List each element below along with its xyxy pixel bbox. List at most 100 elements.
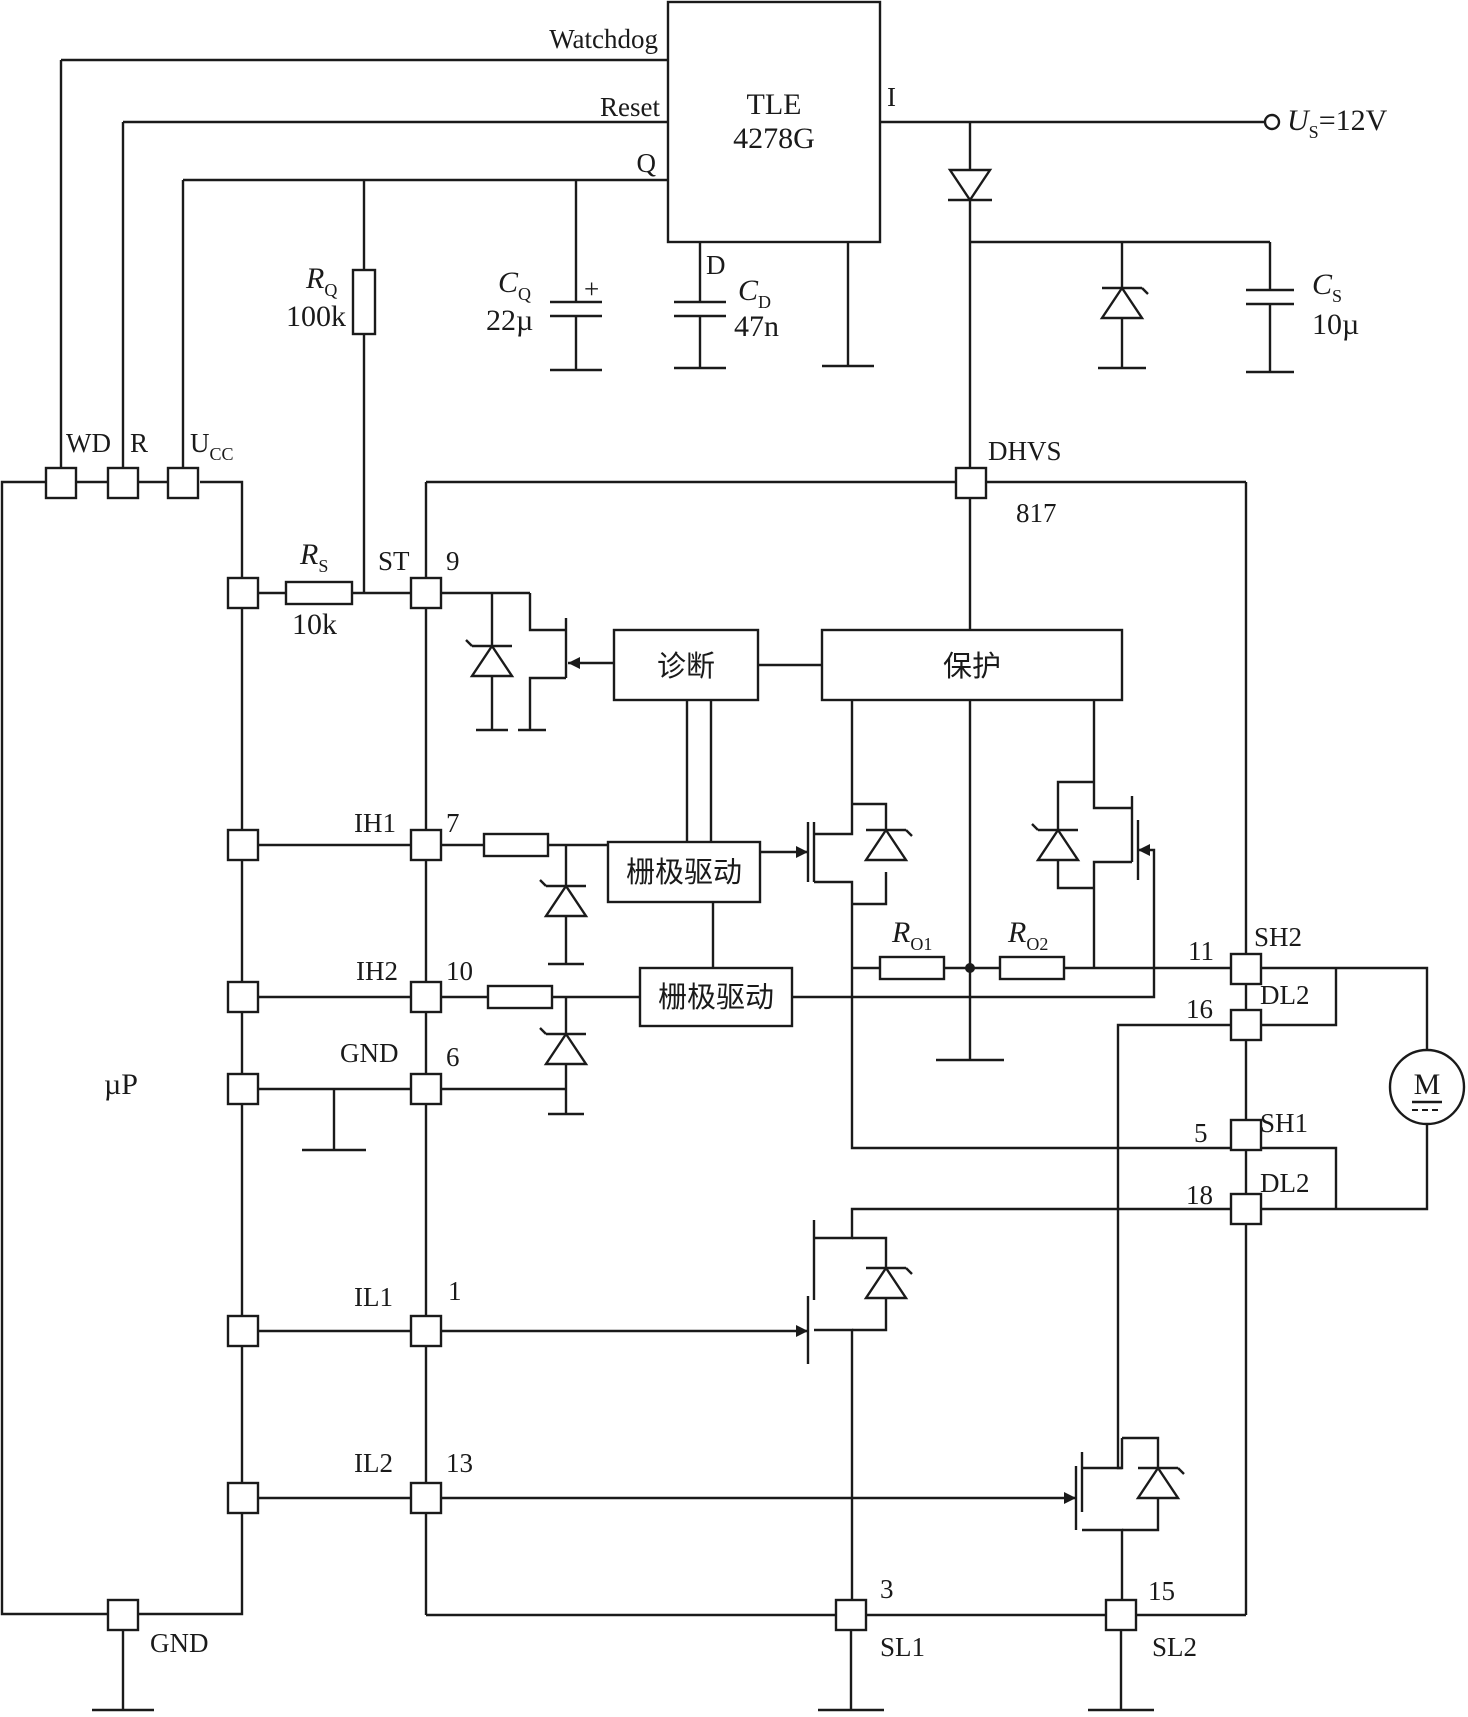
arrow-icon <box>1064 1492 1076 1504</box>
pin1-label: 1 <box>448 1276 462 1306</box>
protection-label: 保护 <box>943 649 1001 683</box>
microcontroller: WD R UCC µP GND <box>0 428 260 1712</box>
cq-sub: Q <box>518 284 531 304</box>
pin13-label: 13 <box>446 1448 473 1478</box>
rs-sub: S <box>318 556 328 576</box>
pin16-label: 16 <box>1186 994 1213 1024</box>
pin-gnd <box>409 1072 443 1106</box>
pin3-label: 3 <box>880 1574 894 1604</box>
protection-block: 保护 <box>820 628 1124 702</box>
il1-label: IL1 <box>354 1282 393 1312</box>
mcu-gnd-label: GND <box>150 1628 209 1658</box>
rs-value: 10k <box>292 608 337 641</box>
arrow-icon <box>1138 844 1150 856</box>
svg-text:US=12V: US=12V <box>1287 104 1388 142</box>
pin10-label: 10 <box>446 956 473 986</box>
arrow-icon <box>796 1325 808 1337</box>
body-diode-icon <box>863 827 909 862</box>
mcu-label: µP <box>104 1068 138 1101</box>
resistor-ro1 <box>878 955 946 981</box>
capacitor-cs: CS 10µ <box>1246 242 1359 374</box>
mcu-pin-ucc <box>166 466 200 500</box>
mcu-pin-gnd <box>106 1598 140 1632</box>
mcu-pin-ih2 <box>226 980 260 1014</box>
arrow-icon <box>796 846 808 858</box>
diode-icon <box>947 168 993 203</box>
resistor-ih1 <box>482 832 550 858</box>
cs-value: 10µ <box>1312 308 1359 341</box>
pin-dl2-bottom <box>1229 1192 1263 1226</box>
status-output-stage <box>441 591 614 732</box>
supply-input: US=12V <box>880 104 1388 142</box>
rq-value: 100k <box>286 300 346 333</box>
svg-text:CD: CD <box>738 274 771 312</box>
diagnosis-block: 诊断 <box>612 628 760 702</box>
mcu-ucc-label: U <box>190 428 210 458</box>
pin-dl2-top <box>1229 1008 1263 1042</box>
rq-sub: Q <box>324 280 337 300</box>
supply-zener <box>1098 242 1149 370</box>
svg-text:RQ: RQ <box>305 262 337 300</box>
gate-driver-low: 栅极驱动 <box>638 966 794 1028</box>
gnd-label: GND <box>340 1038 399 1068</box>
gate-driver-high-label: 栅极驱动 <box>626 855 742 889</box>
high-side-mosfet-1 <box>760 700 1231 1150</box>
body-diode-icon <box>863 1265 909 1300</box>
output-sense-resistors: RO1 RO2 <box>852 700 1231 1062</box>
regulator-tle4278g: TLE 4278G Watchdog Reset Q I D <box>549 0 896 280</box>
pin18-label: 18 <box>1186 1180 1213 1210</box>
pin-sl2 <box>1104 1598 1138 1632</box>
rq-symbol: R <box>305 262 324 295</box>
pin-ih1 <box>409 828 443 862</box>
arrow-icon <box>568 657 580 669</box>
ro1-sub: O1 <box>910 934 932 954</box>
pin-dhvs <box>954 466 988 500</box>
capacitor-cd: CD 47n <box>674 242 779 370</box>
sl1-label: SL1 <box>880 1632 925 1662</box>
zener-diode-icon <box>543 1031 589 1066</box>
svg-text:RS: RS <box>299 538 328 576</box>
motor-icon <box>1388 1048 1466 1126</box>
q-rail: + CQ 22µ RQ 100k <box>181 178 668 594</box>
zener-diode-icon <box>469 643 515 678</box>
regulator-ground <box>822 242 874 368</box>
mcu-pin-wd <box>44 466 78 500</box>
mcu-pin-gnd2 <box>226 1072 260 1106</box>
cd-value: 47n <box>734 310 779 343</box>
pin5-label: 5 <box>1194 1118 1208 1148</box>
sh1-label: SH1 <box>1260 1108 1308 1138</box>
st-label: ST <box>378 546 410 576</box>
pin-sl1 <box>834 1598 868 1632</box>
part-label: 817 <box>1016 498 1057 528</box>
svg-text:CS: CS <box>1312 268 1342 306</box>
pin-st <box>409 576 443 610</box>
body-diode-icon <box>1135 1465 1181 1500</box>
sh2-label: SH2 <box>1254 922 1302 952</box>
pin11-label: 11 <box>1188 936 1214 966</box>
mcu-driver-wiring: RS 10k <box>258 538 566 1500</box>
mcu-pin-il2 <box>226 1481 260 1515</box>
pin-ih2 <box>409 980 443 1014</box>
cd-symbol: C <box>738 274 759 307</box>
sense-ground <box>818 1630 1154 1712</box>
svg-text:RO2: RO2 <box>1007 916 1048 954</box>
il2-label: IL2 <box>354 1448 393 1478</box>
supply-value: =12V <box>1319 104 1388 137</box>
pin-il1 <box>409 1314 443 1348</box>
mcu-pin-st <box>226 576 260 610</box>
pin-reset-label: Reset <box>600 92 660 122</box>
mcu-pin-ih1 <box>226 828 260 862</box>
svg-text:RO1: RO1 <box>891 916 932 954</box>
cd-sub: D <box>758 292 771 312</box>
cq-value: 22µ <box>486 304 533 337</box>
pin-sh1 <box>1229 1118 1263 1152</box>
diagnosis-label: 诊断 <box>657 649 715 683</box>
regulator-part: 4278G <box>733 122 815 155</box>
mcu-pin-r <box>106 466 140 500</box>
pin-watchdog-label: Watchdog <box>549 24 658 54</box>
supply-terminal-icon <box>1263 113 1281 131</box>
resistor-ro2 <box>998 955 1066 981</box>
ih1-input-chain <box>441 832 608 966</box>
body-diode-icon <box>1035 827 1081 862</box>
